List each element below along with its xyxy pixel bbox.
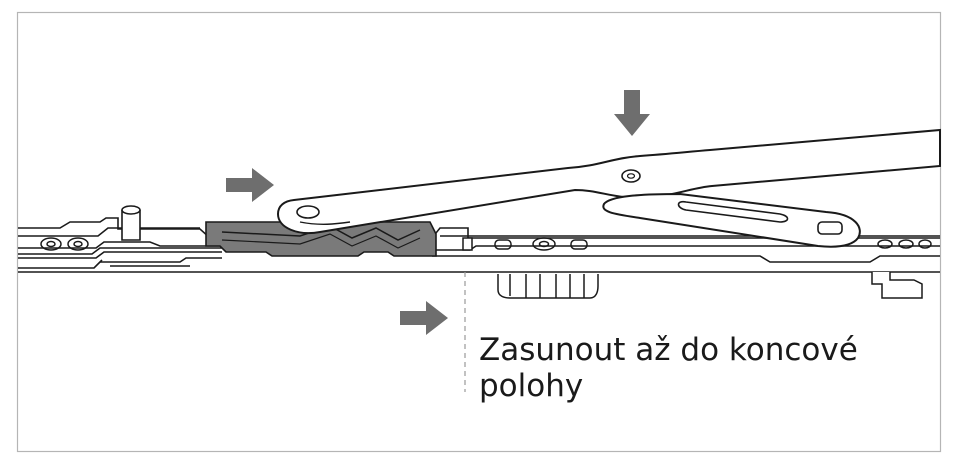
caption-line-1: Zasunout až do koncové [479,332,858,368]
arrow-right-icon [400,301,448,335]
rail-holes [40,237,932,251]
spring-roller [497,274,599,299]
arrow-down-icon [614,90,650,136]
arrow-right-icon [226,168,274,202]
instruction-caption: Zasunout až do koncové polohy [479,332,899,404]
rail-profile [18,217,940,273]
secondary-arm [602,192,861,248]
main-arm [276,128,941,234]
rail-stop-tab [462,237,473,251]
rail-pin [121,205,141,241]
caption-line-2: polohy [479,368,584,404]
diagram-frame [16,11,942,453]
rail-clip [871,272,923,299]
slide-block [205,221,437,257]
